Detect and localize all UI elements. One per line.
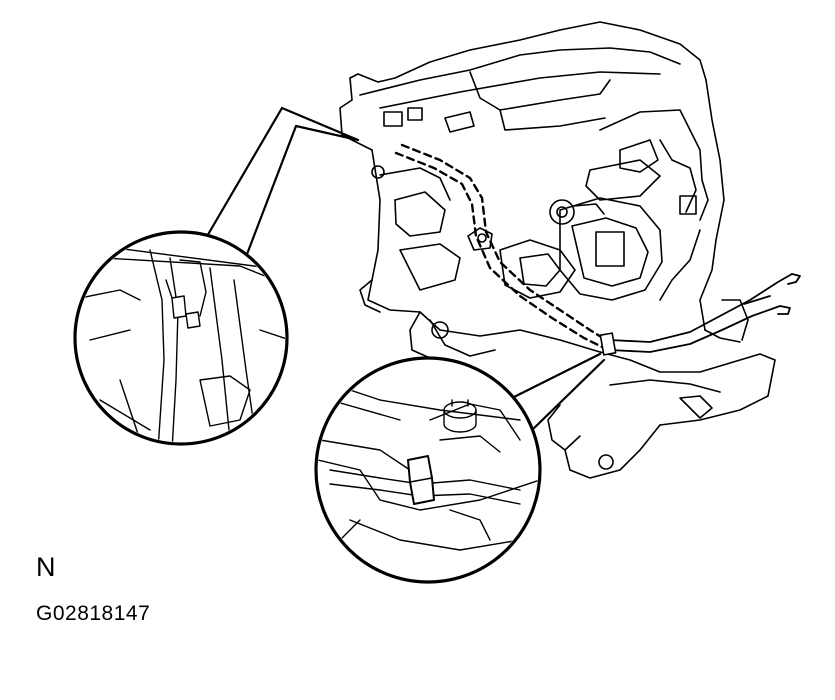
engine-housing	[339, 21, 776, 479]
view-letter-label: N	[36, 552, 56, 582]
detail-circle-lower	[314, 356, 542, 584]
harness-wires	[609, 273, 801, 353]
callout-leader-upper	[204, 106, 360, 264]
figure-code-label: G02818147	[36, 602, 151, 625]
harness-routing-dashed	[394, 143, 608, 350]
harness-clamp	[599, 332, 617, 356]
callout-leader-lower	[498, 352, 606, 434]
detail-circle-upper	[73, 230, 289, 446]
